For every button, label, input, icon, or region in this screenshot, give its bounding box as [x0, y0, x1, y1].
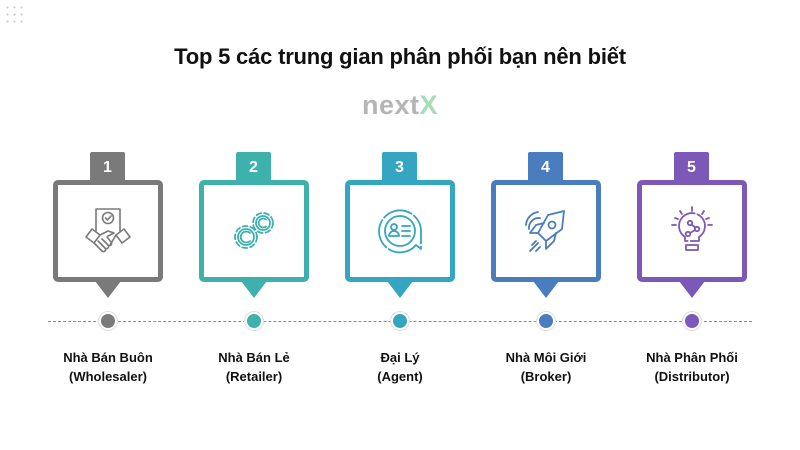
- label-english: (Wholesaler): [68, 369, 147, 384]
- timeline-dot: [539, 314, 553, 328]
- icon-frame: [345, 180, 455, 282]
- intermediary-label-2: Nhà Bán Lẻ (Retailer): [174, 348, 334, 386]
- decorative-dot-grid: [4, 4, 26, 26]
- icon-frame: [637, 180, 747, 282]
- label-english: (Agent): [377, 369, 423, 384]
- logo-text-x: X: [419, 90, 439, 120]
- icon-frame: [199, 180, 309, 282]
- intermediary-label-5: Nhà Phân Phối (Distributor): [612, 348, 772, 386]
- pointer-arrow: [387, 281, 413, 298]
- icon-frame: [53, 180, 163, 282]
- pointer-arrow: [533, 281, 559, 298]
- brand-logo: nextX: [0, 90, 800, 121]
- step-number-badge: 2: [236, 152, 271, 181]
- intermediary-label-4: Nhà Môi Giới (Broker): [466, 348, 626, 386]
- lightbulb-network-icon: [671, 206, 713, 251]
- label-vietnamese: Nhà Bán Lẻ: [218, 350, 290, 365]
- contact-chat-icon: [378, 209, 422, 254]
- pointer-arrow: [95, 281, 121, 298]
- intermediary-card-1: 1: [53, 152, 163, 342]
- handshake-contract-icon: [85, 208, 131, 253]
- intermediary-card-4: 4: [491, 152, 601, 342]
- step-number-badge: 3: [382, 152, 417, 181]
- pointer-arrow: [679, 281, 705, 298]
- page-title: Top 5 các trung gian phân phối bạn nên b…: [174, 44, 626, 69]
- label-vietnamese: Nhà Phân Phối: [646, 350, 738, 365]
- intermediary-card-2: 2: [199, 152, 309, 342]
- logo-text-next: next: [361, 90, 420, 120]
- gears-icon: [234, 212, 274, 249]
- label-vietnamese: Đại Lý: [380, 350, 420, 365]
- label-english: (Distributor): [654, 369, 730, 384]
- intermediary-label-1: Nhà Bán Buôn (Wholesaler): [28, 348, 188, 386]
- timeline-dot: [393, 314, 407, 328]
- step-number-badge: 4: [528, 152, 563, 181]
- step-number-badge: 1: [90, 152, 125, 181]
- label-vietnamese: Nhà Bán Buôn: [63, 350, 153, 365]
- label-vietnamese: Nhà Môi Giới: [505, 350, 587, 365]
- icon-frame: [491, 180, 601, 282]
- timeline-dot: [685, 314, 699, 328]
- timeline-dot: [101, 314, 115, 328]
- intermediary-label-3: Đại Lý (Agent): [320, 348, 480, 386]
- intermediary-card-5: 5: [637, 152, 747, 342]
- timeline-dot: [247, 314, 261, 328]
- rocket-icon: [525, 210, 565, 252]
- label-english: (Broker): [520, 369, 572, 384]
- pointer-arrow: [241, 281, 267, 298]
- step-number-badge: 5: [674, 152, 709, 181]
- intermediary-card-3: 3: [345, 152, 455, 342]
- label-english: (Retailer): [225, 369, 283, 384]
